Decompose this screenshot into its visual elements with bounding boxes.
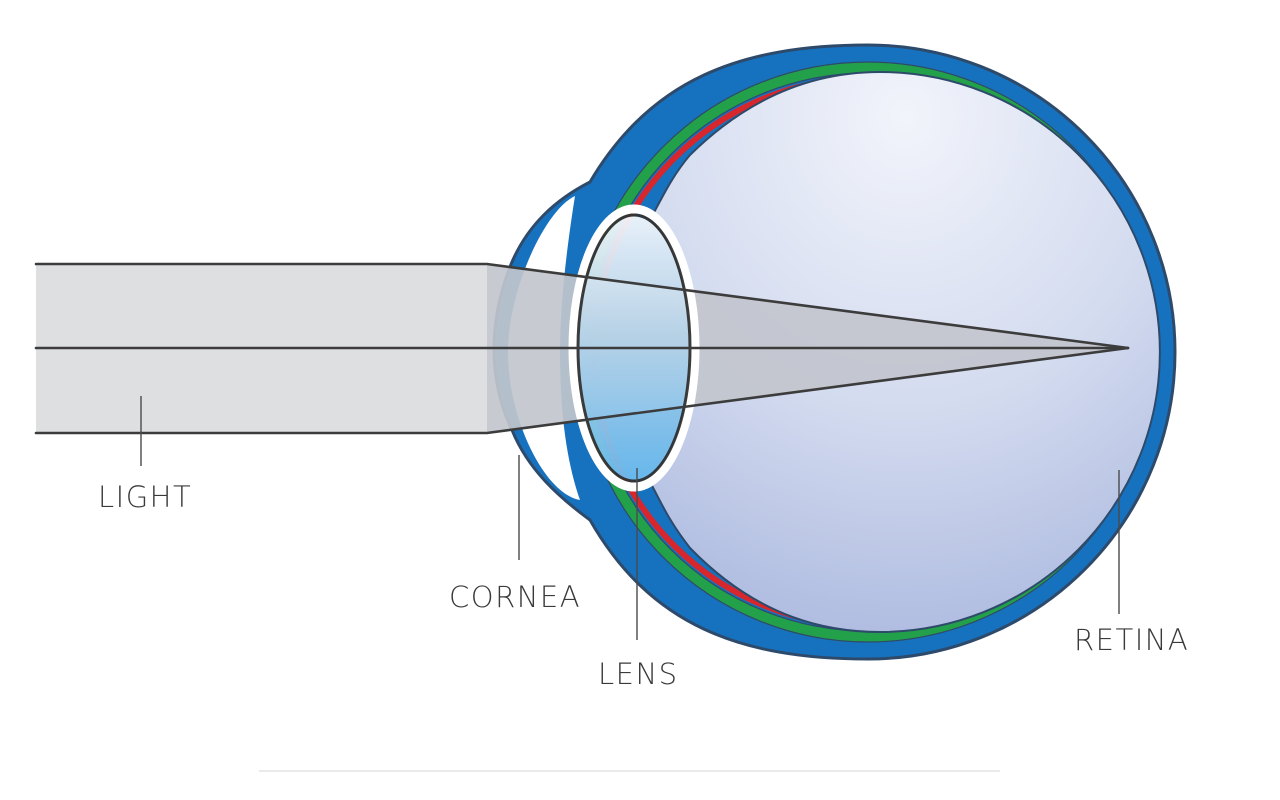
light-rays	[34, 262, 1130, 435]
lens-label: LENS	[598, 657, 679, 691]
cornea-label: CORNEA	[449, 580, 581, 614]
retina-label: RETINA	[1074, 623, 1189, 657]
light-label: LIGHT	[98, 480, 192, 514]
